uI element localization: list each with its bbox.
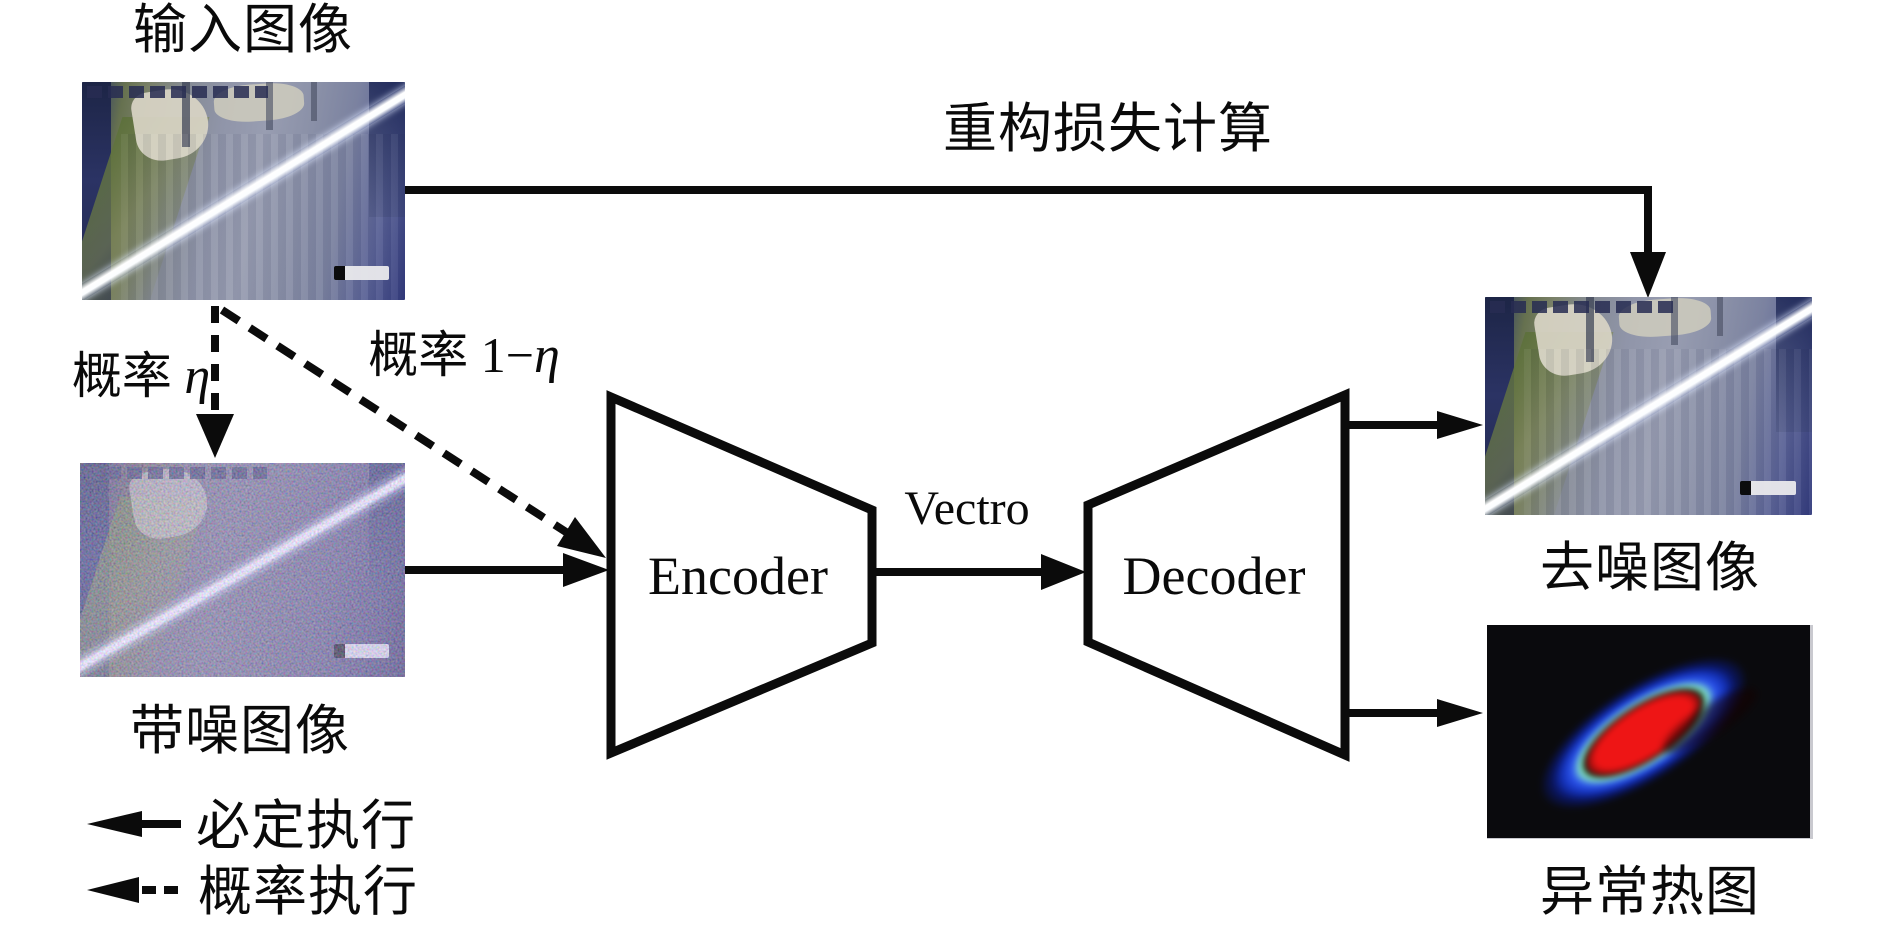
noisy-image [80, 463, 405, 677]
denoised-image-post [1717, 297, 1724, 337]
decoder-block [1083, 388, 1350, 762]
anomaly-heatmap-blob [1507, 625, 1780, 838]
anomaly-heatmap [1487, 625, 1813, 839]
denoised-image-title: 去噪图像 [1540, 538, 1760, 598]
input-image-post [311, 82, 318, 122]
eta-symbol: η [533, 327, 560, 384]
noisy-image-title: 带噪图像 [130, 701, 350, 761]
legend-solid-arrowhead-icon [87, 811, 142, 837]
vector-arrowhead-icon [1041, 554, 1086, 590]
recon-loss-arrowhead-icon [1630, 252, 1666, 298]
eta-symbol: η [184, 348, 211, 405]
recon-loss-label: 重构损失计算 [943, 99, 1273, 159]
denoised-image-camera-tag [1740, 481, 1796, 496]
prob-one-minus-eta-prefix: 概率 1− [368, 327, 534, 383]
prob-one-minus-eta-arrowhead-icon [557, 517, 606, 558]
prob-eta-label: 概率 η [72, 351, 210, 403]
legend-dashed-label: 概率执行 [198, 862, 418, 922]
heatmap-title: 异常热图 [1540, 862, 1760, 922]
input-image-title: 输入图像 [133, 0, 353, 60]
noise-overlay [80, 463, 405, 677]
input-image-osd-overlay [86, 86, 268, 99]
decoder-to-denoised-arrowhead-icon [1437, 411, 1483, 439]
input-image [82, 82, 405, 300]
vector-label: Vectro [904, 482, 1030, 535]
decoder-label: Decoder [1122, 546, 1306, 606]
denoised-image [1485, 297, 1812, 515]
denoised-image-post [1586, 297, 1595, 363]
input-image-post [182, 82, 190, 148]
encoder-block [606, 390, 877, 760]
prob-one-minus-eta-label: 概率 1−η [368, 330, 560, 382]
legend-solid-label: 必定执行 [196, 796, 416, 856]
denoised-image-osd-overlay [1489, 301, 1673, 314]
encoder-label: Encoder [648, 546, 828, 606]
input-image-post [266, 82, 273, 130]
input-image-camera-tag [333, 266, 389, 281]
decoder-to-heatmap-arrowhead-icon [1437, 699, 1483, 727]
prob-one-minus-eta-dashed-line [219, 306, 569, 536]
prob-eta-arrowhead-icon [196, 414, 234, 458]
noisy-to-encoder-arrowhead-icon [563, 553, 609, 587]
legend-dashed-arrowhead-icon [87, 877, 139, 903]
denoised-image-post [1671, 297, 1678, 345]
prob-eta-prefix: 概率 [71, 348, 185, 404]
recon-loss-line [405, 186, 1652, 256]
